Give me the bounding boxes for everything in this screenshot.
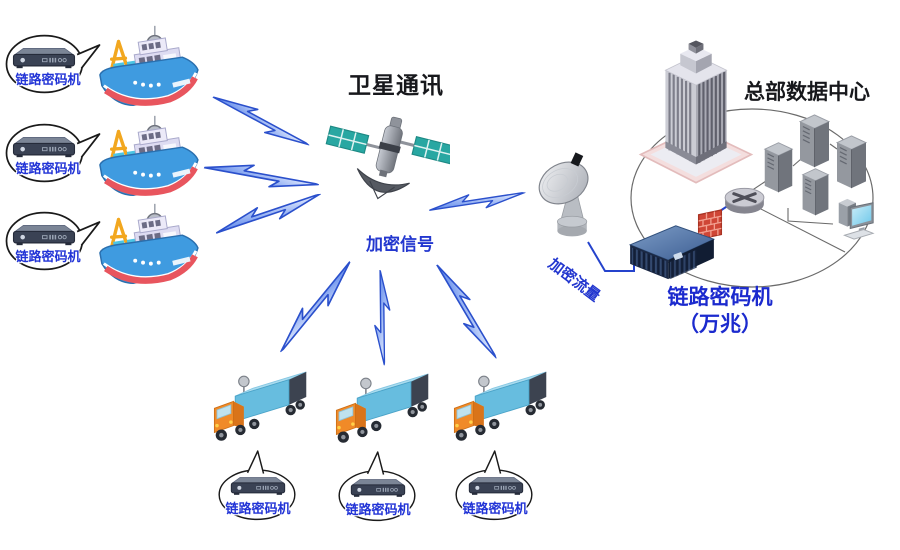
satellite-icon [322, 106, 450, 219]
server-icon [834, 133, 869, 191]
truck-icon [326, 372, 430, 446]
cipher-10g-label: 链路密码机 （万兆） [650, 284, 790, 339]
ship-icon [86, 108, 204, 206]
datacenter-boundary-ellipse [630, 108, 874, 288]
hq-building-icon [634, 22, 758, 192]
ship-cipher-label: 链路密码机 [15, 249, 81, 264]
router-icon [722, 185, 767, 216]
ground-dish-icon [534, 152, 604, 241]
workstation-icon [833, 196, 877, 242]
truck-cipher-label: 链路密码机 [345, 502, 411, 517]
server-icon [797, 112, 832, 170]
truck-icon [444, 370, 548, 444]
cipher-device-icon [12, 44, 76, 71]
ship-icon [86, 196, 204, 294]
cipher-device-icon [468, 474, 524, 497]
truck-cipher-label: 链路密码机 [462, 501, 528, 516]
cipher-10g-label-line2: （万兆） [678, 313, 762, 337]
satellite-title: 卫星通讯 [348, 72, 444, 98]
ship-icon [86, 18, 204, 116]
cipher-machine-10g-icon [626, 222, 718, 281]
encrypted-signal-label: 加密信号 [366, 235, 434, 254]
ship-cipher-label: 链路密码机 [15, 72, 81, 87]
server-icon [800, 166, 831, 218]
cipher-10g-label-line1: 链路密码机 [667, 286, 773, 309]
cipher-device-icon [12, 221, 76, 248]
truck-cipher-label: 链路密码机 [225, 501, 291, 516]
cipher-device-icon [350, 476, 406, 499]
cipher-device-icon [12, 133, 76, 160]
hq-datacenter-title: 总部数据中心 [744, 81, 870, 104]
truck-icon [204, 370, 308, 444]
cipher-device-icon [230, 474, 286, 497]
ship-cipher-label: 链路密码机 [15, 161, 81, 176]
